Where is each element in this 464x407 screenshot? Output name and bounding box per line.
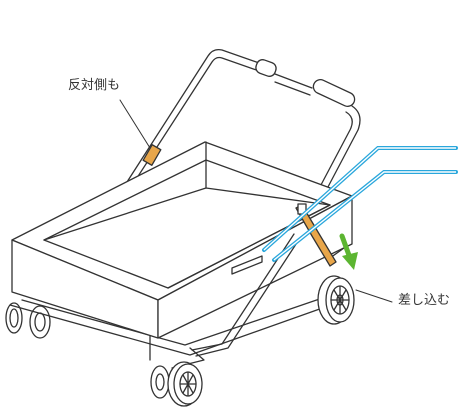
handle-frame-rear <box>117 48 361 241</box>
leader-line-opposite <box>119 99 151 149</box>
front-right-wheel <box>317 275 355 325</box>
front-left-wheels <box>150 361 203 407</box>
callout-opposite-side: 反対側も <box>68 78 121 93</box>
handle-grips <box>255 59 356 107</box>
down-arrow-icon <box>339 233 358 270</box>
rear-left-wheels <box>5 302 51 339</box>
callout-insert: 差し込む <box>398 293 451 308</box>
leader-line-insert <box>355 289 393 303</box>
hinges <box>142 144 337 267</box>
